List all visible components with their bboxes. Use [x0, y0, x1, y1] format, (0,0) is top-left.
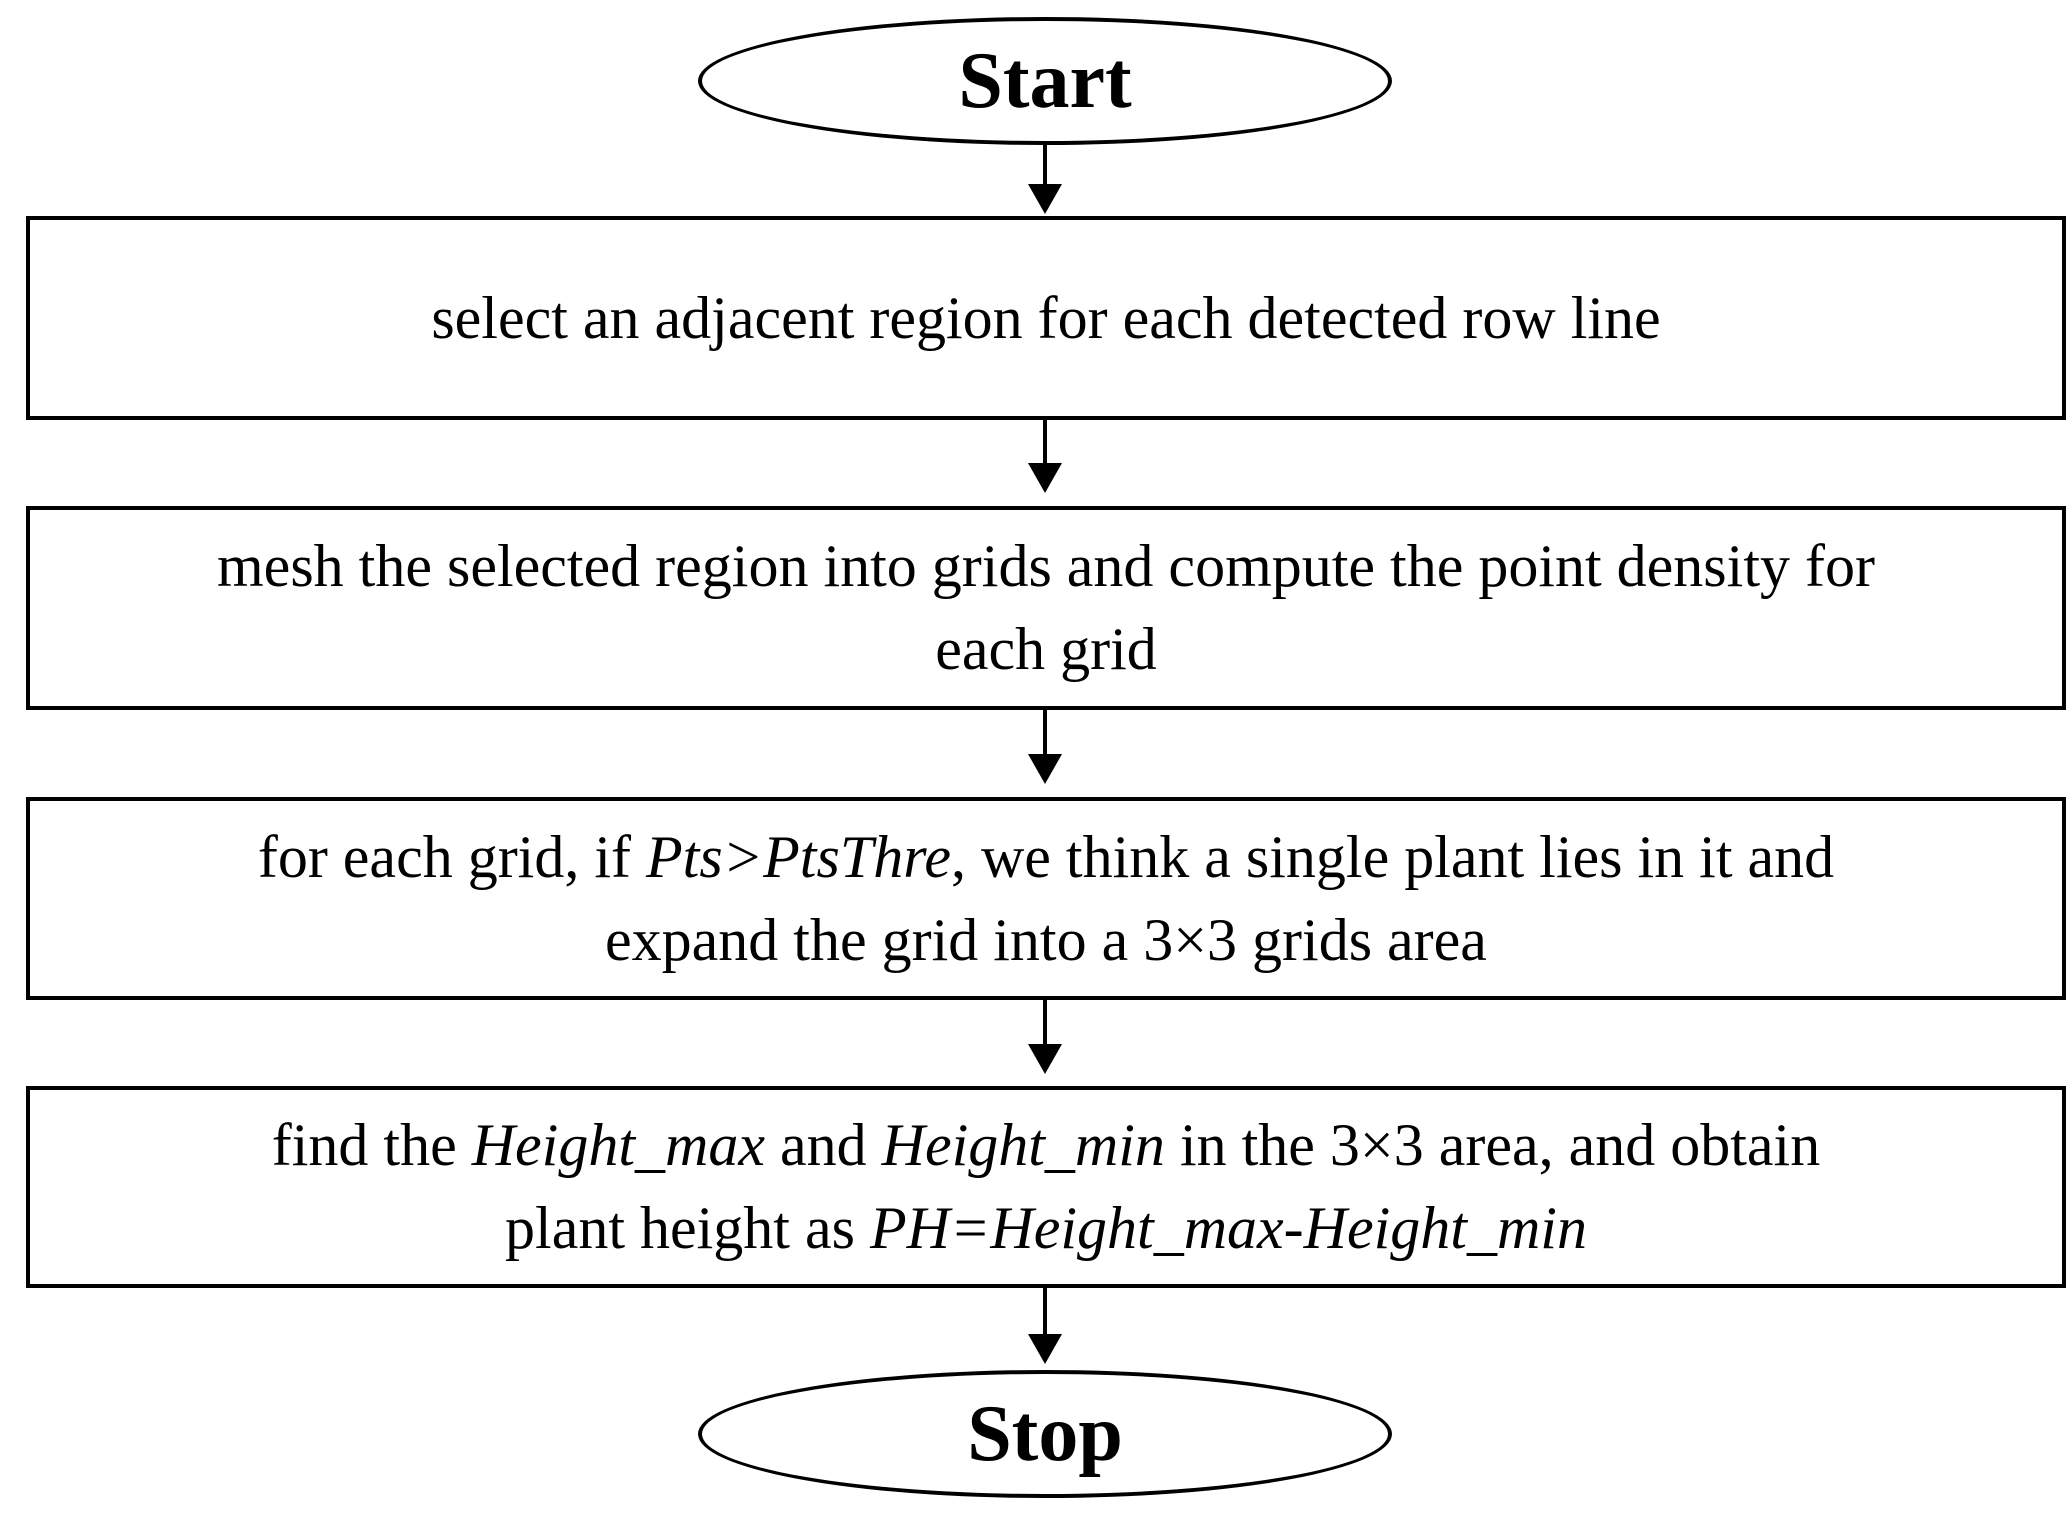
start-terminal: Start [698, 17, 1392, 145]
height-min-variable: Height_min [881, 1112, 1165, 1179]
process-step-threshold-expand: for each grid, if Pts>PtsThre, we think … [26, 797, 2066, 1000]
stop-label: Stop [967, 1390, 1123, 1478]
step3-text-line1: for each grid, if Pts>PtsThre, we think … [257, 823, 1835, 890]
start-label: Start [958, 37, 1132, 125]
arrow-step3-to-step4 [1028, 1000, 1062, 1074]
step4-text-line1: find the Height_max and Height_min in th… [271, 1112, 1821, 1179]
arrow-step1-to-step2 [1028, 420, 1062, 493]
step4-text-line2: plant height as PH=Height_max-Height_min [505, 1195, 1587, 1261]
process-step-select-region: select an adjacent region for each detec… [26, 216, 2066, 420]
step3-text-line2: expand the grid into a 3×3 grids area [605, 906, 1487, 973]
process-step-mesh-grids: mesh the selected region into grids and … [26, 506, 2066, 710]
plant-height-formula: PH=Height_max-Height_min [869, 1195, 1587, 1261]
arrow-step4-to-stop [1028, 1288, 1062, 1364]
arrow-start-to-step1 [1028, 145, 1062, 214]
height-max-variable: Height_max [471, 1112, 765, 1179]
process-step-plant-height: find the Height_max and Height_min in th… [26, 1086, 2066, 1288]
step1-text: select an adjacent region for each detec… [431, 284, 1661, 351]
step2-text-line1: mesh the selected region into grids and … [217, 533, 1875, 600]
arrow-step2-to-step3 [1028, 710, 1062, 784]
pts-threshold-variable: Pts>PtsThre [646, 823, 951, 890]
step2-text-line2: each grid [935, 616, 1157, 682]
stop-terminal: Stop [698, 1370, 1392, 1498]
